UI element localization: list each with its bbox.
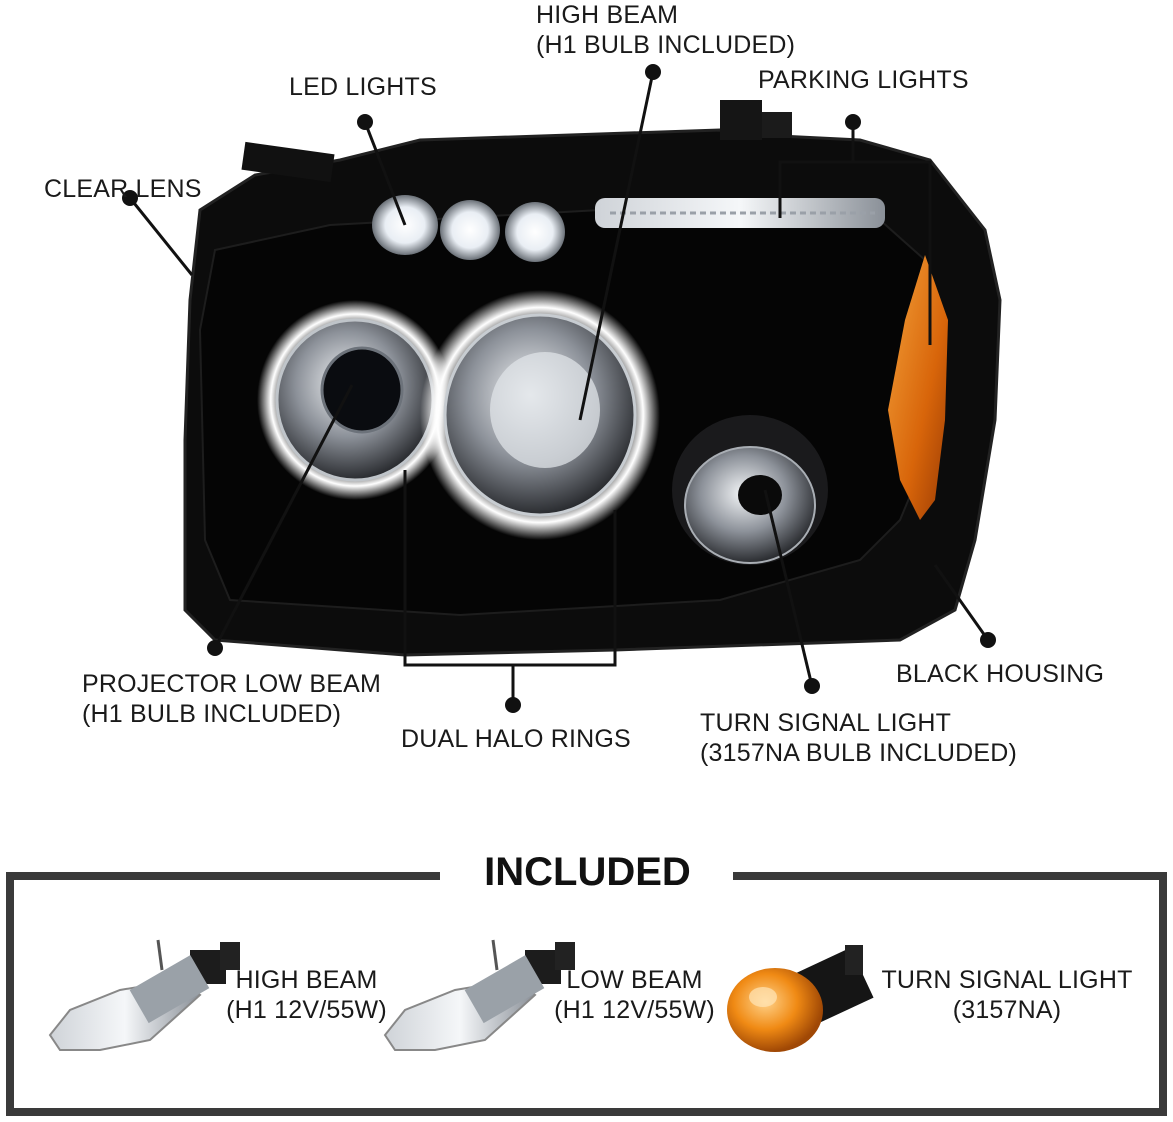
included-item-high-beam: HIGH BEAM (H1 12V/55W): [224, 965, 389, 1025]
parking-light-bar: [595, 198, 885, 228]
included-item-name: LOW BEAM: [566, 966, 703, 994]
callout-parking-lights-title: PARKING LIGHTS: [758, 66, 969, 94]
callout-projector-low-beam-title: PROJECTOR LOW BEAM: [82, 670, 382, 698]
included-item-name: TURN SIGNAL LIGHT: [881, 966, 1133, 994]
callout-high-beam-title: HIGH BEAM: [536, 1, 679, 29]
callout-clear-lens-title: CLEAR LENS: [44, 175, 202, 203]
callout-black-housing: BLACK HOUSING: [896, 659, 1104, 689]
callout-projector-low-beam: PROJECTOR LOW BEAM (H1 BULB INCLUDED): [82, 669, 381, 729]
callout-black-housing-title: BLACK HOUSING: [896, 660, 1105, 688]
included-frame: [6, 872, 1167, 1116]
callout-lines: [128, 71, 990, 705]
included-item-low-beam: LOW BEAM (H1 12V/55W): [552, 965, 717, 1025]
callout-high-beam-subtitle: (H1 BULB INCLUDED): [536, 31, 796, 59]
included-title: INCLUDED: [484, 850, 691, 894]
callout-dots: [122, 64, 996, 713]
callout-turn-signal-light: TURN SIGNAL LIGHT (3157NA BULB INCLUDED): [700, 708, 1017, 768]
callout-turn-signal-subtitle: (3157NA BULB INCLUDED): [700, 739, 1018, 767]
included-item-spec: (H1 12V/55W): [226, 996, 387, 1024]
included-item-spec: (3157NA): [952, 996, 1062, 1024]
callout-dual-halo-rings: DUAL HALO RINGS: [401, 724, 631, 754]
callout-turn-signal-title: TURN SIGNAL LIGHT: [700, 709, 952, 737]
h1-bulb-icon: [383, 939, 575, 1051]
callout-led-lights: LED LIGHTS: [289, 72, 437, 102]
included-item-spec: (H1 12V/55W): [554, 996, 715, 1024]
callout-projector-low-beam-subtitle: (H1 BULB INCLUDED): [82, 700, 342, 728]
callout-dual-halo-rings-title: DUAL HALO RINGS: [401, 725, 631, 753]
high-beam-reflector: [420, 290, 660, 540]
callout-parking-lights: PARKING LIGHTS: [758, 65, 969, 95]
callout-led-lights-title: LED LIGHTS: [289, 73, 437, 101]
included-item-turn-signal: TURN SIGNAL LIGHT (3157NA): [878, 965, 1136, 1025]
h1-bulb-icon: [48, 939, 240, 1051]
turn-signal-reflector: [672, 415, 828, 565]
projector-low-beam: [257, 300, 453, 500]
callout-high-beam: HIGH BEAM (H1 BULB INCLUDED): [536, 0, 795, 60]
led-lights: [372, 195, 565, 262]
callout-clear-lens: CLEAR LENS: [44, 174, 202, 204]
included-item-name: HIGH BEAM: [235, 966, 378, 994]
amber-side-marker: [888, 255, 948, 520]
amber-3157-bulb-icon: [727, 945, 874, 1052]
